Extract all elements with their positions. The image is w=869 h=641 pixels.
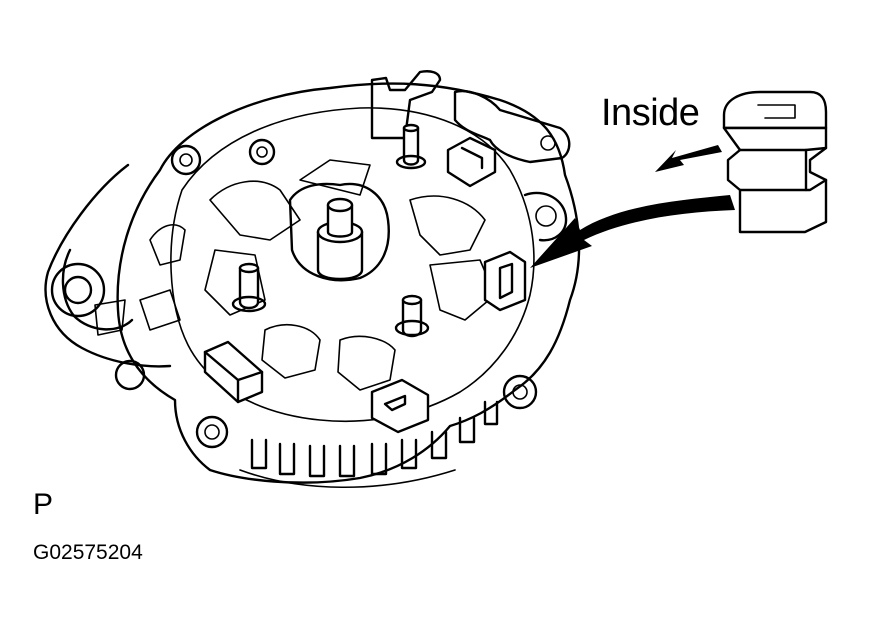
terminal-insulators [203,136,527,434]
figure-id-label: G02575204 [33,541,143,564]
inside-callout-label: Inside [601,92,700,134]
stud-terminals [231,123,430,338]
rotor-shaft [288,182,390,282]
view-letter-label: P [33,488,54,521]
pointer-arrows [530,145,735,268]
insulator-detail [722,90,828,234]
alternator-housing [44,70,581,489]
